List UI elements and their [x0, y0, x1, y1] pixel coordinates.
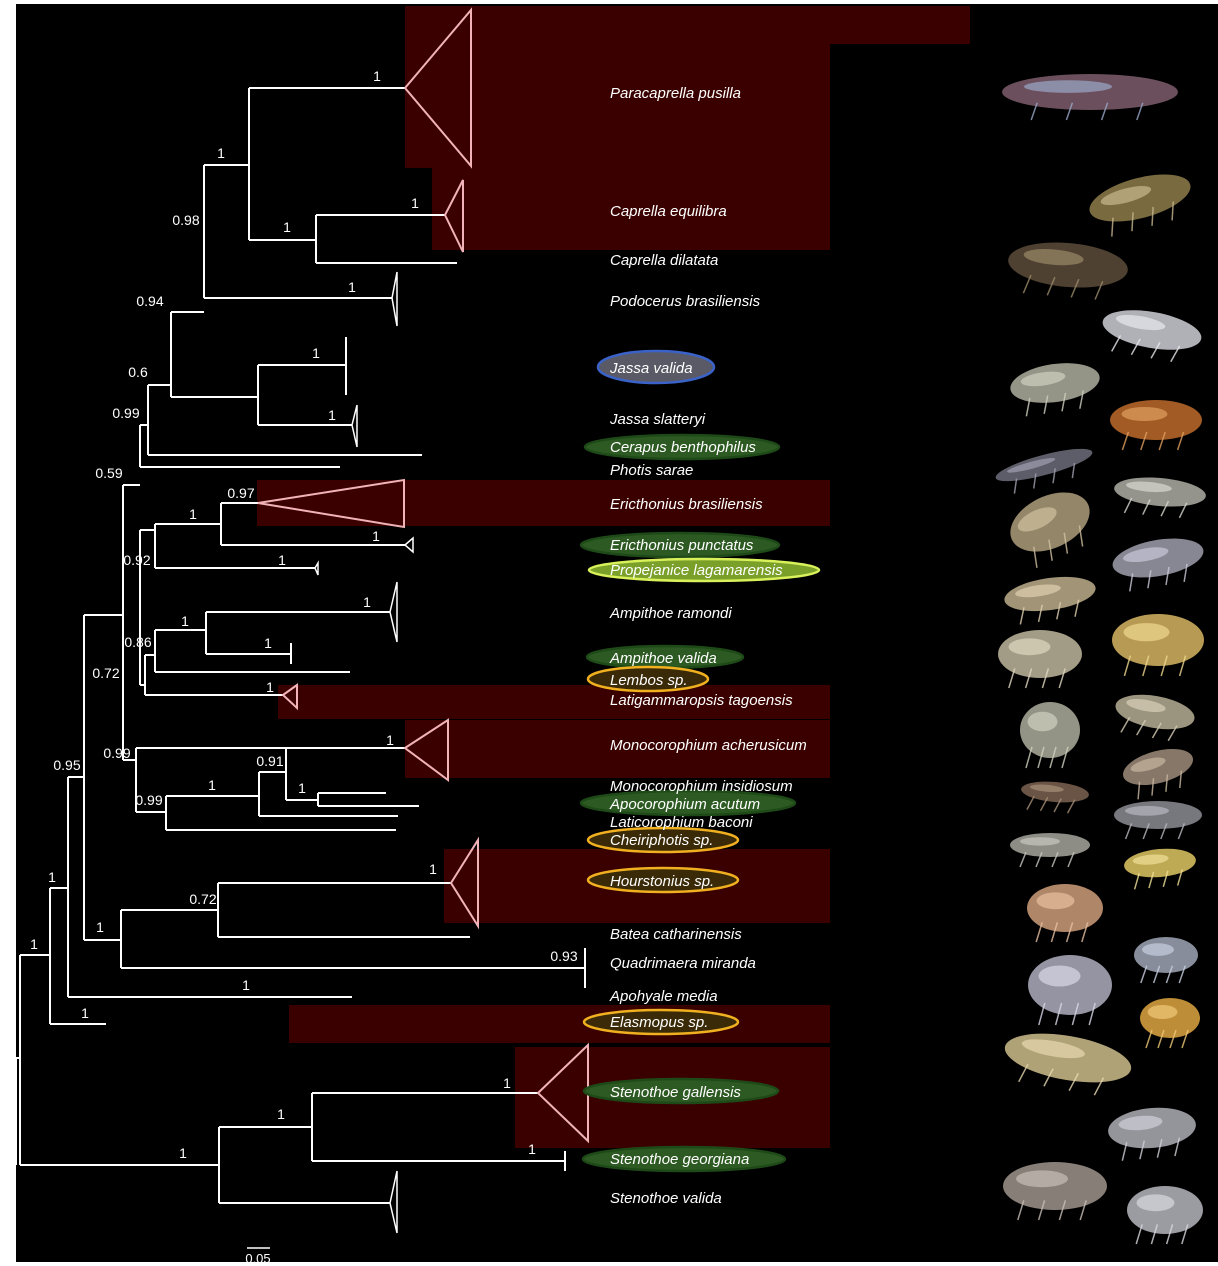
highlight-band-top: [405, 6, 970, 44]
support-value: 1: [278, 552, 286, 568]
taxon-label-ericthonius-punctatus: Ericthonius punctatus: [610, 537, 754, 554]
taxon-label-apohyale-media: Apohyale media: [609, 988, 718, 1005]
support-value: 1: [96, 919, 104, 935]
support-value: 1: [503, 1075, 511, 1091]
taxon-label-ampithoe-valida: Ampithoe valida: [609, 650, 717, 667]
taxon-label-ampithoe-ramondi: Ampithoe ramondi: [609, 605, 732, 622]
taxon-label-monocorophium-acherusicum: Monocorophium acherusicum: [610, 737, 807, 754]
scale-bar-label: 0.05: [245, 1251, 270, 1266]
support-value: 0.72: [189, 891, 216, 907]
taxon-label-lembos-sp: Lembos sp.: [610, 672, 688, 689]
support-value: 1: [386, 732, 394, 748]
support-value: 0.91: [256, 753, 283, 769]
support-value: 0.94: [136, 293, 163, 309]
taxon-label-quadrimaera-miranda: Quadrimaera miranda: [610, 955, 756, 972]
support-value: 1: [181, 613, 189, 629]
taxon-label-cheiriphotis-sp: Cheiriphotis sp.: [610, 832, 713, 849]
support-value: 1: [179, 1145, 187, 1161]
taxon-label-laticorophium-baconi: Laticorophium baconi: [610, 814, 753, 831]
support-value: 0.99: [112, 405, 139, 421]
support-value: 1: [30, 936, 38, 952]
taxon-label-hourstonius-sp: Hourstonius sp.: [610, 873, 714, 890]
highlight-band-paracaprella: [405, 44, 830, 168]
support-value: 1: [372, 528, 380, 544]
taxon-label-caprella-dilatata: Caprella dilatata: [610, 252, 718, 269]
support-value: 1: [363, 594, 371, 610]
taxon-label-elasmopus-sp: Elasmopus sp.: [610, 1014, 708, 1031]
support-value: 1: [312, 345, 320, 361]
support-value: 0.99: [103, 745, 130, 761]
support-value: 0.97: [227, 485, 254, 501]
support-value: 1: [208, 777, 216, 793]
support-value: 1: [298, 780, 306, 796]
taxon-label-jassa-slatteryi: Jassa slatteryi: [609, 411, 706, 428]
taxon-label-stenothoe-georgiana: Stenothoe georgiana: [610, 1151, 749, 1168]
taxon-label-monocorophium-insidiosum: Monocorophium insidiosum: [610, 778, 793, 795]
highlight-band-elasmopus: [289, 1005, 830, 1043]
taxon-label-paracaprella-pusilla: Paracaprella pusilla: [610, 85, 741, 102]
taxon-label-stenothoe-valida: Stenothoe valida: [610, 1190, 722, 1207]
support-value: 0.98: [172, 212, 199, 228]
support-value: 1: [429, 861, 437, 877]
taxon-label-ericthonius-brasiliensis: Ericthonius brasiliensis: [610, 496, 763, 513]
taxon-label-podocerus-brasiliensis: Podocerus brasiliensis: [610, 293, 761, 310]
support-value: 1: [283, 219, 291, 235]
support-value: 1: [266, 679, 274, 695]
taxon-label-apocorophium-acutum: Apocorophium acutum: [609, 796, 760, 813]
support-value: 0.72: [92, 665, 119, 681]
support-value: 1: [264, 635, 272, 651]
taxon-label-propejanice-lagamarensis: Propejanice lagamarensis: [610, 562, 783, 579]
support-value: 0.99: [135, 792, 162, 808]
support-value: 1: [277, 1106, 285, 1122]
support-value: 1: [528, 1141, 536, 1157]
taxon-label-cerapus-benthophilus: Cerapus benthophilus: [610, 439, 756, 456]
support-value: 1: [373, 68, 381, 84]
taxon-label-latigammaropsis-tagoensis: Latigammaropsis tagoensis: [610, 692, 793, 709]
support-value: 1: [411, 195, 419, 211]
support-value: 1: [242, 977, 250, 993]
support-value: 1: [81, 1005, 89, 1021]
support-value: 1: [48, 869, 56, 885]
support-value: 0.92: [123, 552, 150, 568]
support-value: 0.6: [128, 364, 148, 380]
taxon-label-jassa-valida: Jassa valida: [609, 360, 693, 377]
support-value: 1: [348, 279, 356, 295]
taxon-label-batea-catharinensis: Batea catharinensis: [610, 926, 742, 943]
scale-bar: 0.05: [245, 1248, 270, 1266]
support-value: 1: [328, 407, 336, 423]
support-value: 0.86: [124, 634, 151, 650]
taxon-label-photis-sarae: Photis sarae: [610, 462, 693, 479]
taxon-label-stenothoe-gallensis: Stenothoe gallensis: [610, 1084, 741, 1101]
support-value: 0.59: [95, 465, 122, 481]
taxon-label-caprella-equilibra: Caprella equilibra: [610, 203, 727, 220]
support-value: 0.95: [53, 757, 80, 773]
support-value: 0.93: [550, 948, 577, 964]
support-value: 1: [217, 145, 225, 161]
support-value: 1: [189, 506, 197, 522]
